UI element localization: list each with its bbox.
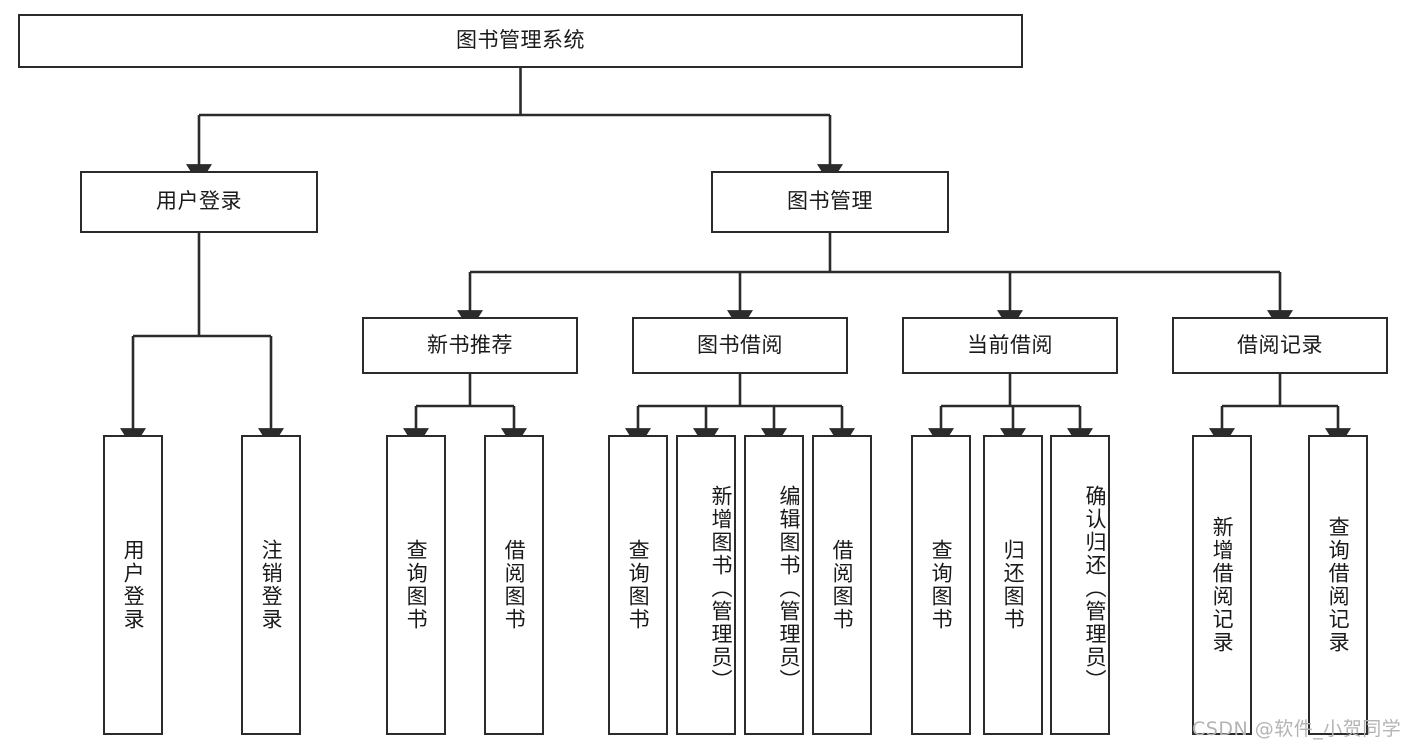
node-label: 查询图书 — [404, 539, 429, 631]
node-label: 新书推荐 — [427, 332, 513, 357]
node-label: 图书借阅 — [697, 332, 783, 357]
node-bookmgr[interactable]: 图书管理 — [711, 171, 949, 233]
node-label: 编辑图书（管理员） — [777, 484, 801, 692]
node-label: 归还图书 — [1001, 539, 1026, 631]
node-leaf-re-add[interactable]: 新增借阅记录 — [1192, 435, 1252, 735]
node-leaf-bo-find[interactable]: 查询图书 — [608, 435, 668, 735]
node-label: 新增图书（管理员） — [709, 484, 733, 692]
node-root[interactable]: 图书管理系统 — [18, 14, 1023, 68]
node-label: 查询借阅记录 — [1326, 516, 1351, 654]
node-label: 借阅图书 — [502, 539, 527, 631]
node-leaf-login[interactable]: 用户登录 — [103, 435, 163, 735]
node-label: 用户登录 — [156, 189, 242, 214]
node-label: 查询图书 — [626, 539, 651, 631]
node-borrow[interactable]: 图书借阅 — [632, 317, 848, 374]
watermark-label: CSDN @软件_小贺同学 — [1192, 718, 1402, 740]
node-label: 借阅图书 — [830, 539, 855, 631]
node-current[interactable]: 当前借阅 — [902, 317, 1118, 374]
node-leaf-bo-edit[interactable]: 编辑图书（管理员） — [744, 435, 804, 735]
node-newbook[interactable]: 新书推荐 — [362, 317, 578, 374]
node-leaf-cu-find[interactable]: 查询图书 — [911, 435, 971, 735]
node-leaf-bo-add[interactable]: 新增图书（管理员） — [676, 435, 736, 735]
node-leaf-bo-lend[interactable]: 借阅图书 — [812, 435, 872, 735]
node-label: 借阅记录 — [1237, 332, 1323, 357]
node-label: 注销登录 — [259, 539, 284, 631]
node-leaf-logout[interactable]: 注销登录 — [241, 435, 301, 735]
node-label: 图书管理 — [787, 189, 873, 214]
node-login[interactable]: 用户登录 — [80, 171, 318, 233]
node-leaf-nb-find[interactable]: 查询图书 — [386, 435, 446, 735]
node-label: 查询图书 — [929, 539, 954, 631]
node-leaf-nb-borrow[interactable]: 借阅图书 — [484, 435, 544, 735]
node-label: 新增借阅记录 — [1210, 516, 1235, 654]
node-label: 确认归还（管理员） — [1083, 484, 1107, 692]
connector-lines — [120, 68, 1351, 449]
node-label: 用户登录 — [121, 539, 146, 631]
node-leaf-re-find[interactable]: 查询借阅记录 — [1308, 435, 1368, 735]
node-leaf-cu-conf[interactable]: 确认归还（管理员） — [1050, 435, 1110, 735]
node-label: 当前借阅 — [967, 332, 1053, 357]
node-label: 图书管理系统 — [456, 28, 585, 53]
node-records[interactable]: 借阅记录 — [1172, 317, 1388, 374]
node-leaf-cu-ret[interactable]: 归还图书 — [983, 435, 1043, 735]
